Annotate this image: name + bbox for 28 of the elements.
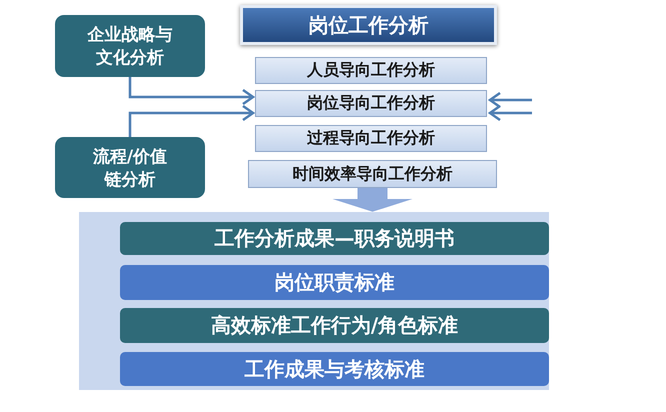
box-label: 企业战略与文化分析 [86,24,174,69]
box-label: 人员导向工作分析 [307,60,435,81]
arrow [488,104,532,122]
box-label: 岗位导向工作分析 [307,93,435,114]
result-bar [120,222,549,255]
result-bar [120,352,549,386]
process-box [255,57,487,84]
arrow [128,77,254,106]
box-label: 时间效率导向工作分析 [292,164,452,184]
process-box [255,125,487,152]
box-label: 流程/价值链分析 [92,146,168,190]
arrow [488,92,532,108]
box-label: 岗位工作分析 [308,12,428,38]
process-box [248,160,497,188]
process-box [255,90,487,117]
input-box [55,137,205,198]
panel-background [79,212,549,390]
box-label: 高效标准工作行为/角色标准 [210,312,458,339]
result-bar [120,308,549,343]
box-label: 工作成果与考核标准 [244,356,424,382]
arrow [128,104,254,137]
result-bar [120,265,549,300]
box-label: 工作分析成果—职务说明书 [214,225,454,252]
box-label: 岗位职责标准 [274,269,394,296]
down-arrow [332,188,412,212]
input-box [55,15,205,77]
box-label: 过程导向工作分析 [307,128,435,149]
title-box [240,5,497,45]
